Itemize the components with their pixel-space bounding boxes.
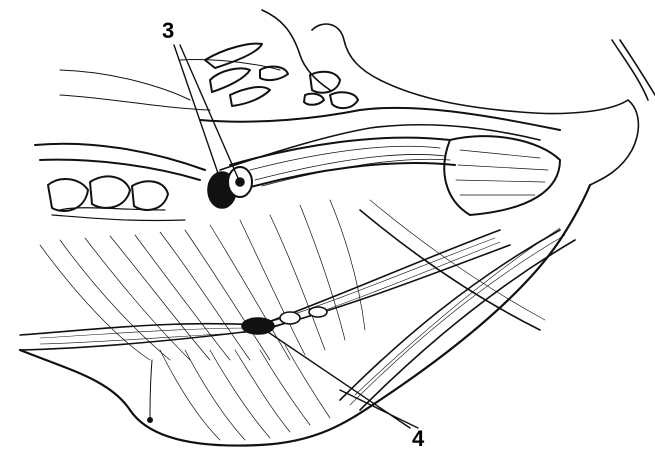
vessel-junction xyxy=(242,307,327,334)
muscle-fibers xyxy=(40,200,365,440)
teeth-row xyxy=(35,144,205,221)
nose-profile xyxy=(612,40,655,100)
leader-4b xyxy=(340,390,418,428)
brow-line xyxy=(60,70,190,100)
vertical-vessel xyxy=(150,360,152,418)
label-4: 4 xyxy=(412,428,424,450)
skull-line xyxy=(262,10,330,90)
leader-3a xyxy=(174,45,222,185)
gland-block xyxy=(444,136,560,215)
duct-muscle xyxy=(230,138,455,190)
jaw-outline xyxy=(20,185,590,446)
leader-3b xyxy=(180,45,238,178)
duct-opening xyxy=(208,167,252,208)
diagonal-fibers xyxy=(350,200,565,405)
face-outline xyxy=(312,24,638,185)
bone-fragments xyxy=(205,44,358,108)
label-3: 3 xyxy=(162,20,174,42)
